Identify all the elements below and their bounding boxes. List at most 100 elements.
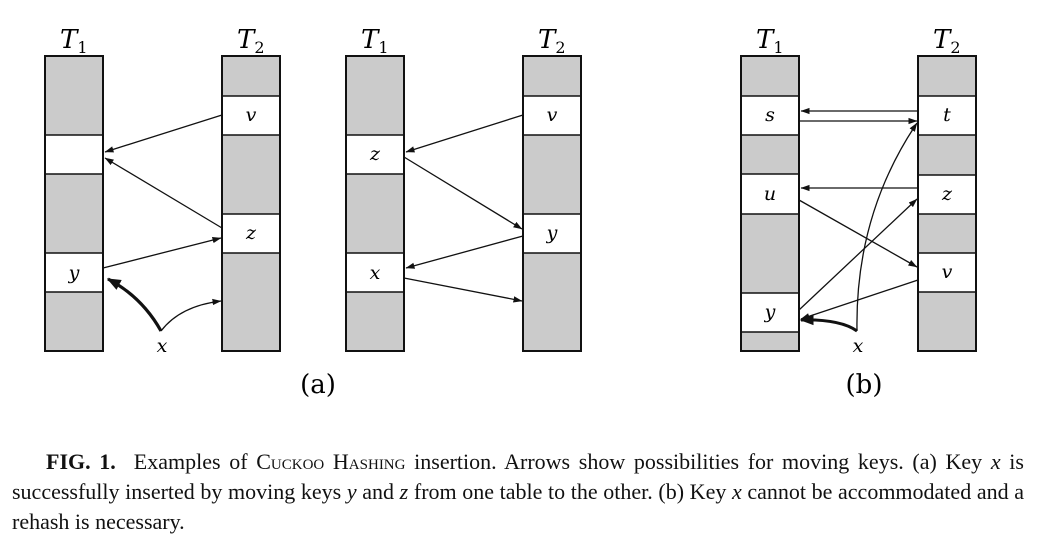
key-x: x <box>370 262 381 284</box>
table-slot <box>346 135 404 174</box>
table-slot <box>45 174 103 253</box>
panel-a: T1 y T2 <box>44 25 281 357</box>
panel-b-table-2: T2 t z v <box>917 25 977 352</box>
caption-key: z <box>399 479 409 504</box>
key-v: v <box>246 104 257 126</box>
table-slot <box>45 56 103 135</box>
table-slot <box>222 214 280 253</box>
caption-method-name: Cuckoo Hashing <box>256 449 406 474</box>
panel-a-arrows <box>102 114 223 332</box>
table-outline <box>917 55 977 352</box>
panel-b: T1 s u y T2 <box>740 25 977 357</box>
caption-text: is successfully inserted by moving keys <box>12 449 1024 504</box>
table-slot <box>918 175 976 214</box>
table-slot <box>523 214 581 253</box>
figure-caption: FIG. 1. Examples of Cuckoo Hashing insert… <box>12 447 1024 537</box>
arrow-x-to-t <box>856 122 918 332</box>
table-slot <box>741 174 799 214</box>
caption-key: y <box>346 479 357 504</box>
table-slot <box>222 253 280 351</box>
key-v: v <box>942 261 953 283</box>
panel-a-table-1: T1 y <box>44 25 104 352</box>
caption-text: and <box>356 479 400 504</box>
key-s: s <box>765 104 775 126</box>
panel-b-table-1: T1 s u y <box>740 25 800 352</box>
new-key-x: x <box>157 335 168 357</box>
table-slot <box>45 292 103 351</box>
table-slot <box>523 56 581 96</box>
table-label: T2 <box>237 25 265 57</box>
table-outline <box>221 55 281 352</box>
key-y: y <box>546 222 558 244</box>
table-slot <box>523 253 581 351</box>
arrow-z-to-t1 <box>104 157 223 229</box>
table-slot <box>523 96 581 135</box>
arrow-y-to-z <box>798 198 918 311</box>
panel-a-result-arrows <box>403 114 524 303</box>
key-z: z <box>369 143 381 165</box>
caption-text: Examples of <box>133 449 257 474</box>
arrow-x-to-t2 <box>160 298 222 332</box>
panel-a-result-table-2: T2 v y <box>522 25 582 352</box>
table-slot <box>918 214 976 253</box>
table-outline <box>522 55 582 352</box>
caption-text: from one table to the other. (b) Key <box>408 479 732 504</box>
table-slot <box>918 253 976 292</box>
table-slot <box>741 293 799 332</box>
table-label: T1 <box>361 25 389 57</box>
table-label: T1 <box>60 25 88 57</box>
arrow-v-to-z <box>405 114 524 153</box>
table-slot <box>222 56 280 96</box>
arrow-x-to-t2 <box>403 277 523 303</box>
table-slot <box>346 253 404 292</box>
table-label: T2 <box>538 25 566 57</box>
key-y: y <box>764 301 776 323</box>
table-slot <box>741 56 799 96</box>
caption-text: cannot be accommodated and a rehash is n… <box>12 479 1024 534</box>
arrow-y-to-z <box>102 237 222 269</box>
table-slot <box>45 253 103 292</box>
table-slot <box>346 174 404 253</box>
arrow-u-to-v <box>798 199 918 268</box>
panel-a-result-table-1: T1 z x <box>345 25 405 352</box>
arrow-x-to-y <box>799 314 858 333</box>
table-outline <box>44 55 104 352</box>
table-slot <box>741 214 799 293</box>
table-outline <box>345 55 405 352</box>
table-label: T2 <box>933 25 961 57</box>
table-slot <box>222 96 280 135</box>
table-slot <box>741 96 799 135</box>
table-slot <box>741 332 799 351</box>
table-slot <box>918 96 976 135</box>
arrow-z-to-y <box>403 156 523 230</box>
table-slot <box>741 135 799 174</box>
caption-key: x <box>731 479 742 504</box>
table-slot <box>222 135 280 214</box>
key-u: u <box>764 183 776 205</box>
table-slot <box>346 56 404 135</box>
arrow-v-to-y <box>800 279 919 320</box>
panel-b-arrows <box>798 107 919 333</box>
figure-number: FIG. 1. <box>46 449 116 474</box>
caption-text: insertion. Arrows show possibilities for… <box>405 449 991 474</box>
table-slot <box>346 292 404 351</box>
arrow-x-to-y <box>106 277 163 332</box>
key-y: y <box>68 262 80 284</box>
arrow-v-to-t1 <box>104 114 223 153</box>
key-t: t <box>943 104 951 126</box>
table-label: T1 <box>756 25 784 57</box>
panel-a-table-2: T2 v z <box>221 25 281 352</box>
panel-a-result: T1 z x T2 <box>345 25 582 352</box>
panel-label-a: (a) <box>300 370 336 400</box>
arrow-y-to-x <box>405 235 524 269</box>
table-outline <box>740 55 800 352</box>
caption-key: x <box>990 449 1001 474</box>
table-slot <box>523 135 581 214</box>
table-slot <box>918 56 976 96</box>
table-slot <box>918 135 976 175</box>
key-z: z <box>245 222 257 244</box>
cuckoo-hashing-diagram: T1 y T2 <box>44 25 977 400</box>
table-slot <box>918 292 976 351</box>
key-z: z <box>941 183 953 205</box>
new-key-x: x <box>853 335 864 357</box>
